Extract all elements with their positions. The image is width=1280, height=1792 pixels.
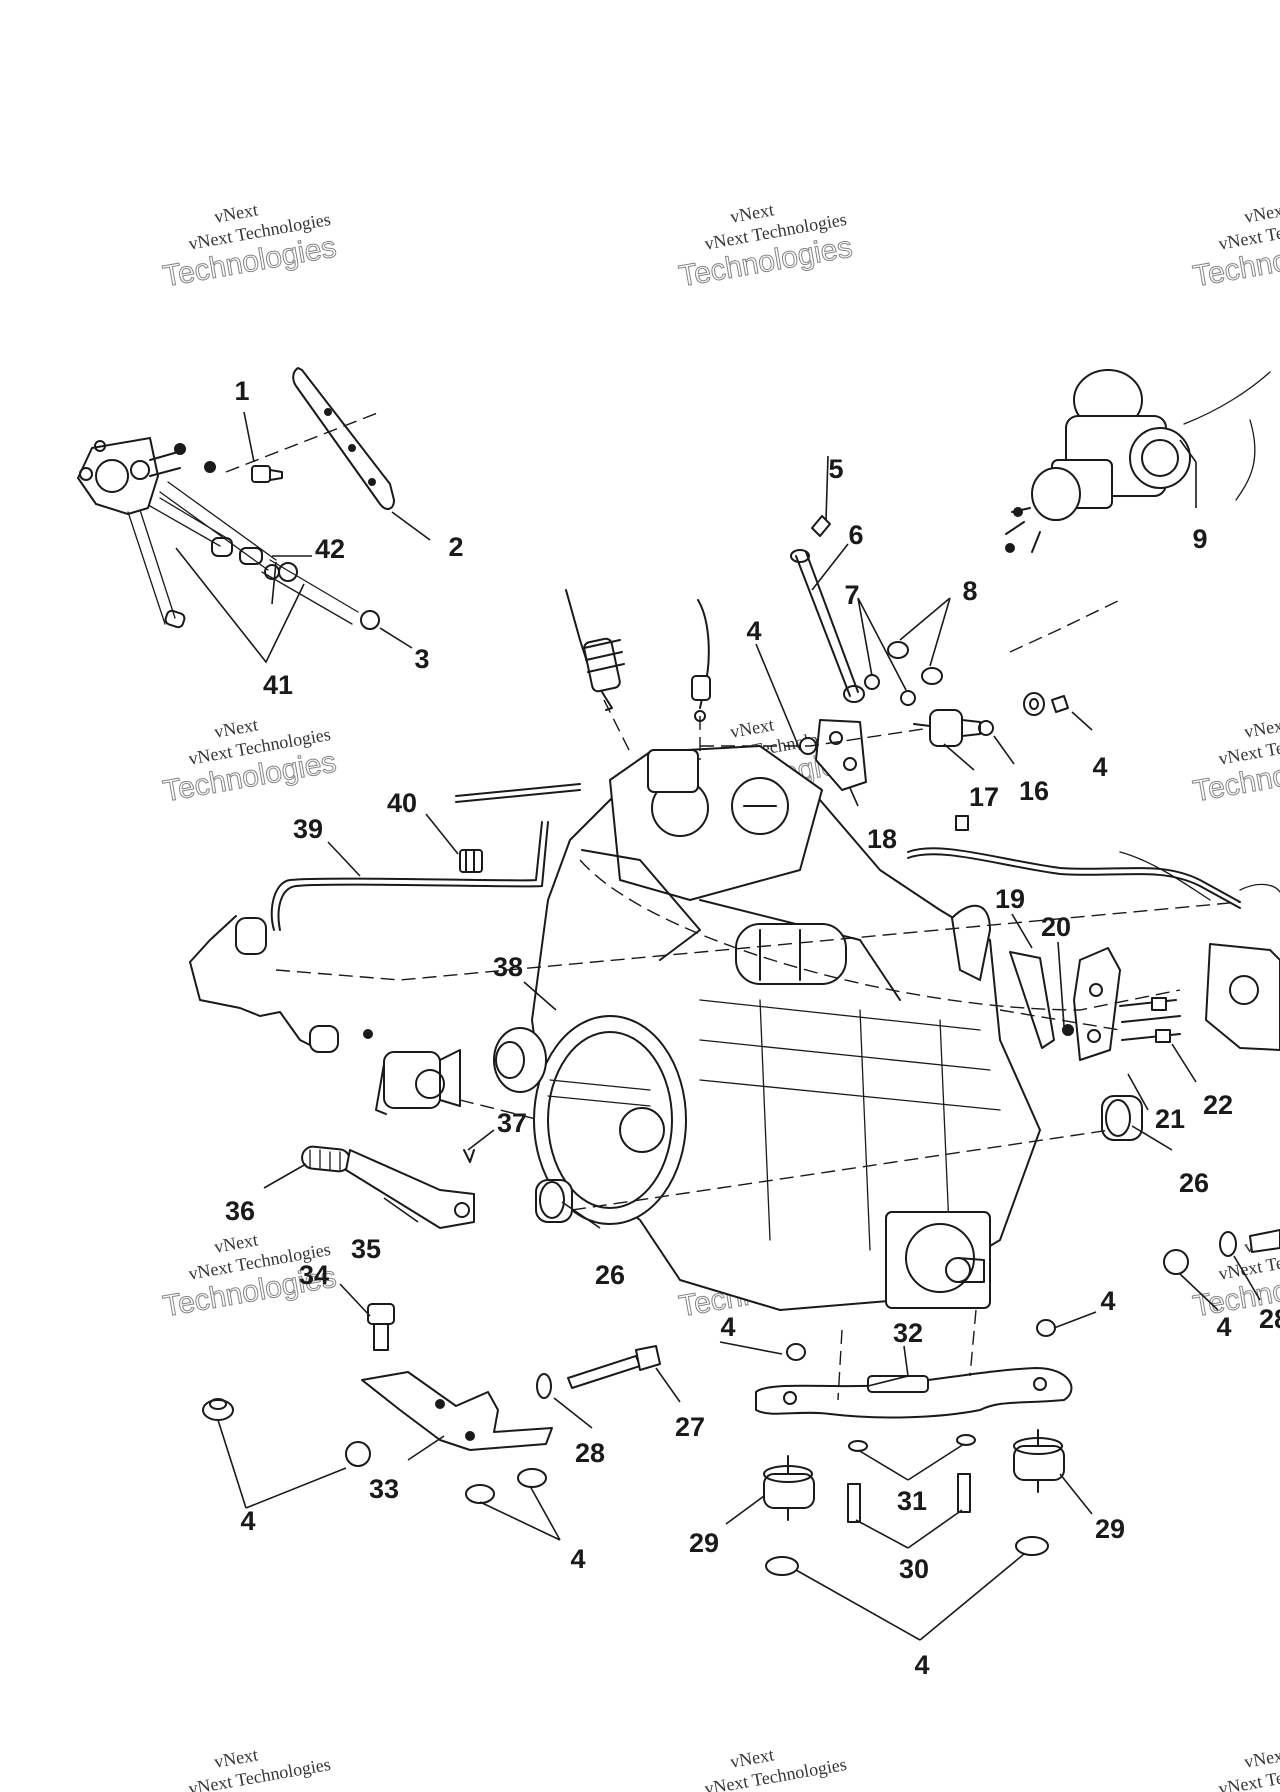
carburetor-assembly — [1005, 369, 1271, 553]
watermark-line-2: vNext Technologies — [187, 1754, 332, 1792]
callout-8: 8 — [962, 576, 977, 606]
bolt-1 — [251, 465, 283, 483]
callout-4-bottom-center-left: 4 — [570, 1544, 585, 1574]
mount-bracket-33 — [361, 1371, 553, 1451]
callout-labels: 1 2 3 41 42 5 6 7 8 9 4 4 17 16 18 40 39… — [225, 376, 1280, 1680]
rubber-mount-right — [1013, 1429, 1065, 1493]
callout-4-upper-right: 4 — [1092, 752, 1107, 782]
bolts-30 — [847, 1434, 976, 1523]
rubber-damper-left — [535, 1179, 573, 1223]
rubber-mount-left — [763, 1455, 815, 1521]
callout-17: 17 — [969, 782, 999, 812]
sensor-wire — [691, 599, 711, 722]
rubber-damper-right — [1101, 1095, 1143, 1141]
callout-30: 30 — [899, 1554, 929, 1584]
watermark-top-center: vNext vNext Technologies Technologies — [676, 199, 855, 293]
kick-pedal — [301, 1145, 475, 1229]
flange-nuts — [202, 1231, 1237, 1576]
right-edge-parts — [1249, 1229, 1280, 1253]
watermark-bottom-center: vNext vNext Technologies — [703, 1744, 848, 1792]
breather-hose — [189, 821, 549, 1053]
callout-33: 33 — [369, 1474, 399, 1504]
watermark-bottom-right: vNext vNext Technologies — [1217, 1744, 1280, 1792]
starter-relay — [363, 1029, 461, 1115]
callout-4-far-right: 4 — [1216, 1312, 1231, 1342]
callout-19: 19 — [995, 884, 1025, 914]
callout-34: 34 — [299, 1260, 329, 1290]
alignment-lines — [225, 411, 1241, 1401]
control-rod — [790, 515, 865, 703]
callout-4-mid-left: 4 — [720, 1312, 735, 1342]
callout-26-left: 26 — [595, 1260, 625, 1290]
callout-41: 41 — [263, 670, 293, 700]
callout-32: 32 — [893, 1318, 923, 1348]
mounting-plate — [292, 367, 395, 510]
callout-35: 35 — [351, 1234, 381, 1264]
hose-junction — [459, 849, 483, 873]
callout-5: 5 — [828, 454, 843, 484]
watermark-bottom-left: vNext vNext Technologies — [187, 1744, 332, 1792]
watermark-line-1: vNext — [1243, 714, 1280, 741]
watermark-top-left: vNext vNext Technologies Technologies — [160, 199, 339, 293]
callout-4-bottom-center: 4 — [914, 1650, 929, 1680]
spark-plug-cap — [565, 589, 625, 711]
callout-4-mid-right: 4 — [1100, 1286, 1115, 1316]
callout-9: 9 — [1192, 524, 1207, 554]
callout-4-bottom-left: 4 — [240, 1506, 255, 1536]
callout-4-upper-mid: 4 — [746, 616, 761, 646]
watermark-mid-left: vNext vNext Technologies Technologies — [160, 714, 339, 808]
watermark-line-1: vNext — [1243, 1744, 1280, 1771]
callout-18: 18 — [867, 824, 897, 854]
bracket-21 — [1073, 947, 1181, 1061]
guide-19 — [1009, 951, 1074, 1049]
right-side-cover — [1205, 943, 1280, 1051]
engine-block — [493, 745, 1041, 1311]
fasteners-7-8 — [864, 641, 943, 706]
callout-1: 1 — [234, 376, 249, 406]
leader-lines — [175, 411, 1261, 1641]
callout-29-right: 29 — [1095, 1514, 1125, 1544]
watermark-line-2: vNext Technologies — [703, 1754, 848, 1792]
bolt-27 — [536, 1345, 661, 1399]
watermark-mid-right: vNext vNext Technologies Technologies — [1190, 714, 1280, 808]
callout-31: 31 — [897, 1486, 927, 1516]
skid-plate-32 — [755, 1367, 1073, 1419]
watermark-line-1: vNext — [1243, 199, 1280, 226]
callout-26-right: 26 — [1179, 1168, 1209, 1198]
callout-7: 7 — [844, 580, 859, 610]
callout-22: 22 — [1203, 1090, 1233, 1120]
callout-28: 28 — [575, 1438, 605, 1468]
callout-2: 2 — [448, 532, 463, 562]
callout-20: 20 — [1041, 912, 1071, 942]
callout-42: 42 — [315, 534, 345, 564]
callout-40: 40 — [387, 788, 417, 818]
callout-28-right: 28 — [1259, 1304, 1280, 1334]
fuel-valve-assembly — [77, 437, 277, 629]
watermark-top-right: vNext vNext Technologies Technologies — [1190, 199, 1280, 293]
washer-nut-top-right — [1023, 692, 1069, 716]
callout-3: 3 — [414, 644, 429, 674]
callout-21: 21 — [1155, 1104, 1185, 1134]
callout-16: 16 — [1019, 776, 1049, 806]
callout-6: 6 — [848, 520, 863, 550]
callout-39: 39 — [293, 814, 323, 844]
callout-38: 38 — [493, 952, 523, 982]
fuel-hose-set — [261, 559, 380, 630]
callout-36: 36 — [225, 1196, 255, 1226]
damper-17 — [913, 709, 994, 747]
bolt-34 — [367, 1303, 395, 1351]
throttle-cable — [455, 783, 1280, 909]
parts-layer — [77, 367, 1280, 1576]
callout-29-left: 29 — [689, 1528, 719, 1558]
callout-27: 27 — [675, 1412, 705, 1442]
callout-37: 37 — [497, 1108, 527, 1138]
